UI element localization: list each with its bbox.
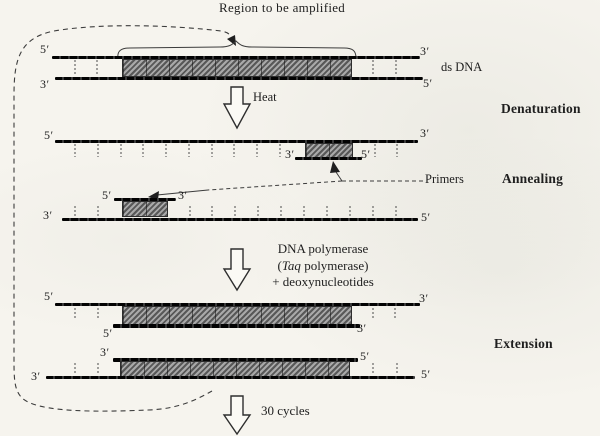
dsdna-top-strand [52, 56, 420, 59]
dsdna-top-left-end: 5′ [40, 42, 50, 56]
base-pair-ticks-annealed-strand [74, 206, 397, 217]
base-pair-ticks-extension-1 [74, 308, 396, 320]
polymerase-step-text: DNA polymerase (Taq polymerase) + deoxyn… [248, 241, 398, 291]
dsdna-bottom-left-end: 3′ [40, 77, 50, 91]
primer-2-right-end: 3′ [178, 188, 188, 202]
primer-2-backbone [114, 198, 176, 201]
extension-2-new-strand [113, 358, 358, 362]
stage-annealing: Annealing [502, 171, 564, 186]
extension-2-template-right-end: 5′ [421, 367, 431, 381]
stage-extension: Extension [494, 336, 553, 351]
extension-1-template-left-end: 5′ [44, 289, 54, 303]
extension-1-template-right-end: 3′ [419, 291, 429, 305]
extension-1-new-right-end: 3′ [357, 321, 367, 335]
annealed-strand-left-end: 3′ [43, 208, 53, 222]
cycles-step-arrow [222, 395, 252, 436]
heat-label: Heat [253, 90, 277, 104]
dsdna-amplified-region [122, 59, 352, 77]
diagram-title: Region to be amplified [219, 0, 346, 15]
extension-2-template-strand [46, 376, 415, 379]
extension-2-new-right-end: 5′ [360, 349, 370, 363]
polymerase-line-1: DNA polymerase [277, 241, 369, 256]
dsdna-label: ds DNA [441, 60, 483, 74]
extension-2-new-left-end: 3′ [100, 345, 110, 359]
primer-2 [122, 201, 168, 217]
annealed-strand [62, 218, 418, 221]
primers-label: Primers [425, 172, 464, 186]
polymerase-line-2-open: ( [277, 257, 282, 273]
primer-1-left-end: 3′ [285, 147, 295, 161]
polymerase-step-arrow [222, 248, 252, 292]
extension-1-new-left-end: 5′ [103, 326, 113, 340]
dsdna-bottom-right-end: 5′ [423, 76, 433, 90]
polymerase-line-2-taq: Taq [281, 257, 301, 273]
cycle-loop-arrow [13, 25, 234, 412]
primer-1 [305, 143, 353, 158]
denatured-strand-left-end: 5′ [44, 128, 54, 142]
base-pair-ticks-extension-2 [74, 363, 398, 375]
primer-1-arrowhead [330, 161, 340, 173]
extension-1-template-strand [55, 303, 420, 306]
heat-step-arrow [222, 86, 252, 130]
stage-denaturation: Denaturation [501, 101, 581, 116]
primer-1-right-end: 5′ [361, 147, 371, 161]
extension-2-template-left-end: 3′ [31, 369, 41, 383]
primers-pointer-solid-line [156, 171, 343, 196]
primers-pointer-dashed-line [207, 180, 423, 191]
polymerase-line-2: (Taq polymerase) [248, 258, 398, 275]
amplified-region-brace [117, 40, 357, 59]
dsdna-bottom-strand [55, 77, 423, 80]
cycles-label: 30 cycles [261, 403, 310, 418]
denatured-strand [55, 140, 418, 143]
denatured-strand-right-end: 3′ [420, 126, 430, 140]
extension-1-new-strand [113, 324, 360, 328]
polymerase-line-2-rest: polymerase) [300, 257, 369, 273]
polymerase-line-3: + deoxynucleotides [272, 274, 374, 289]
dsdna-top-right-end: 3′ [420, 44, 430, 58]
primer-2-arrowhead [148, 191, 159, 200]
primer-2-left-end: 5′ [102, 188, 112, 202]
primer-1-backbone [295, 157, 362, 160]
annealed-strand-right-end: 5′ [421, 210, 431, 224]
extension-1-new-region [122, 306, 352, 325]
extension-2-new-region [120, 361, 350, 377]
